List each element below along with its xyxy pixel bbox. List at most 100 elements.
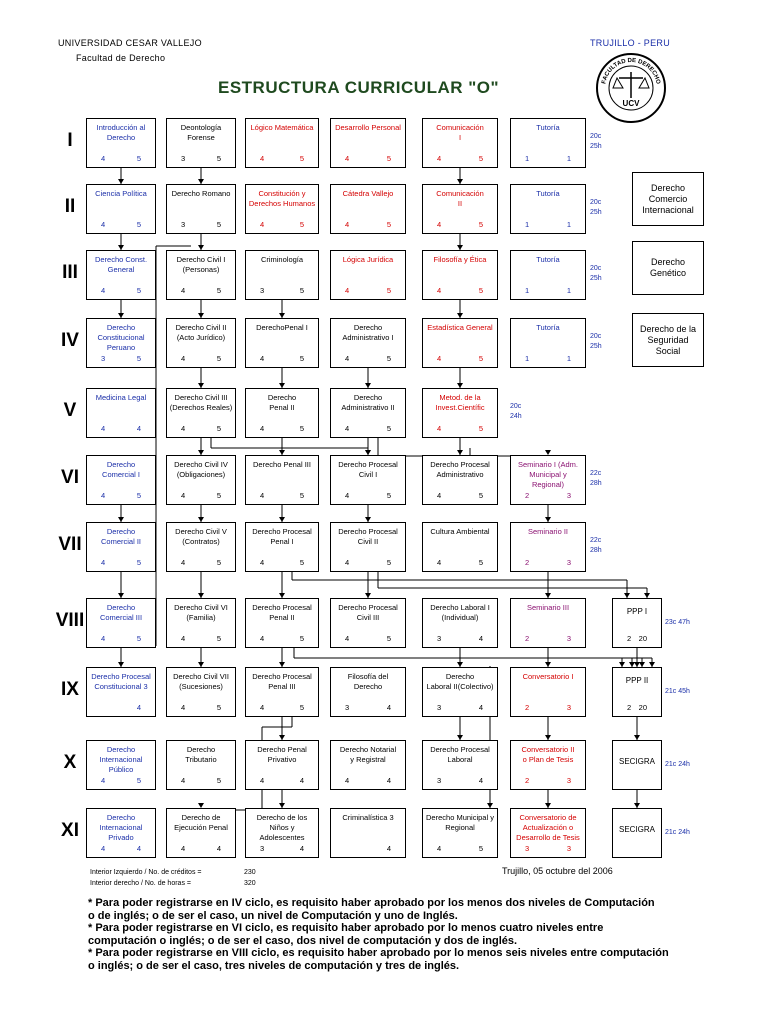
course-credits: 3 [260,286,265,295]
course-credits: 4 [101,424,106,433]
course-credits: 4 [181,558,186,567]
note-2: * Para poder registrarse en VI ciclo, es… [88,922,604,947]
arrow-head [545,803,551,808]
course-name: SECIGRA [618,825,655,834]
course-credits: 2 [525,776,530,785]
course-name: Seminario III [526,603,570,612]
course-name: Derecho Procesal Constitucional 3 [91,672,151,691]
arrow-head [619,662,625,667]
course-hours: 5 [299,634,304,643]
cycle-label: I [67,130,73,151]
course-name: Tutoría [536,323,560,332]
arrow-head [639,662,645,667]
arrow-head [634,735,640,740]
course-name: Derecho Laboral I (Individual) [430,603,490,622]
course-hours: 5 [386,558,391,567]
arrow-head [198,593,204,598]
course-box: Derecho Municipal y Regional 4 5 [422,808,498,858]
course-hours: 5 [216,154,221,163]
arrow-head [365,383,371,388]
course-hours: 3 [566,558,571,567]
course-hours: 1 [566,286,571,295]
course-credits: 4 [181,703,186,712]
arrow-head [457,662,463,667]
course-credits: 4 [260,703,265,712]
cycle-totals: 20c 24h [510,403,522,420]
cycle-totals: 20c 25h [590,133,602,150]
course-credits: 4 [181,776,186,785]
arrow-head [545,593,551,598]
course-name: Seminario I (Adm. Municipal y Regional) [517,460,579,489]
course-hours: 5 [216,424,221,433]
arrow-head [365,450,371,455]
course-name: Ciencia Política [95,189,147,198]
arrow-head [649,662,655,667]
course-hours: 1 [566,354,571,363]
arrow-head [629,662,635,667]
course-name: Derecho Civil VII (Sucesiones) [173,672,229,691]
arrow-head [118,313,124,318]
course-credits: 4 [345,220,350,229]
course-name: Derecho Procesal Civil II [338,527,398,546]
course-name: Conversatorio de Actualización o Desarro… [516,813,580,842]
course-credits: 3 [437,776,442,785]
course-credits: 4 [181,634,186,643]
course-box: Seminario I (Adm. Municipal y Regional) 2… [510,455,586,505]
course-name: Derecho Internacional Público [99,745,143,774]
course-name: Derecho de los Niños y Adolescentes [256,813,308,842]
elective-derecho-genetico: Derecho Genético [632,241,704,295]
course-hours: 5 [299,703,304,712]
course-name: Derecho Procesal Penal II [252,603,312,622]
course-credits: 4 [437,844,442,853]
arrow-head [457,450,463,455]
course-hours: 3 [566,634,571,643]
course-credits: 4 [345,354,350,363]
course-credits: 4 [101,844,106,853]
course-hours: 20 [638,634,647,643]
course-name: Derecho Civil II (Acto Jurídico) [175,323,227,342]
course-hours: 5 [136,354,141,363]
elective-comercio-internacional: Derecho Comercio Internacional [632,172,704,226]
course-hours: 4 [478,776,483,785]
course-name: Derecho Procesal Civil III [338,603,398,622]
cycle-totals: 20c 25h [590,265,602,282]
cycle-label: III [62,262,78,283]
course-credits: 4 [260,154,265,163]
date-line: Trujillo, 05 octubre del 2006 [502,866,613,876]
arrow-head [624,593,630,598]
course-hours: 5 [478,154,483,163]
course-name: DerechoPenal I [256,323,308,332]
credits-value: 230 [244,869,256,876]
arrow-head [279,450,285,455]
arrow-head [365,593,371,598]
course-credits: 2 [525,558,530,567]
course-name: Derecho Administrativo II [341,393,395,412]
note-3: * Para poder registrarse en VIII ciclo, … [88,947,669,972]
arrow-head [198,803,204,808]
course-name: Derecho Municipal y Regional [426,813,494,832]
course-credits: 3 [525,844,530,853]
course-name: Derecho Civil V (Contratos) [175,527,227,546]
course-name: Tutoría [536,123,560,132]
course-hours: 5 [299,154,304,163]
arrow-head [279,383,285,388]
course-credits: 2 [525,491,530,500]
course-hours: 5 [478,844,483,853]
